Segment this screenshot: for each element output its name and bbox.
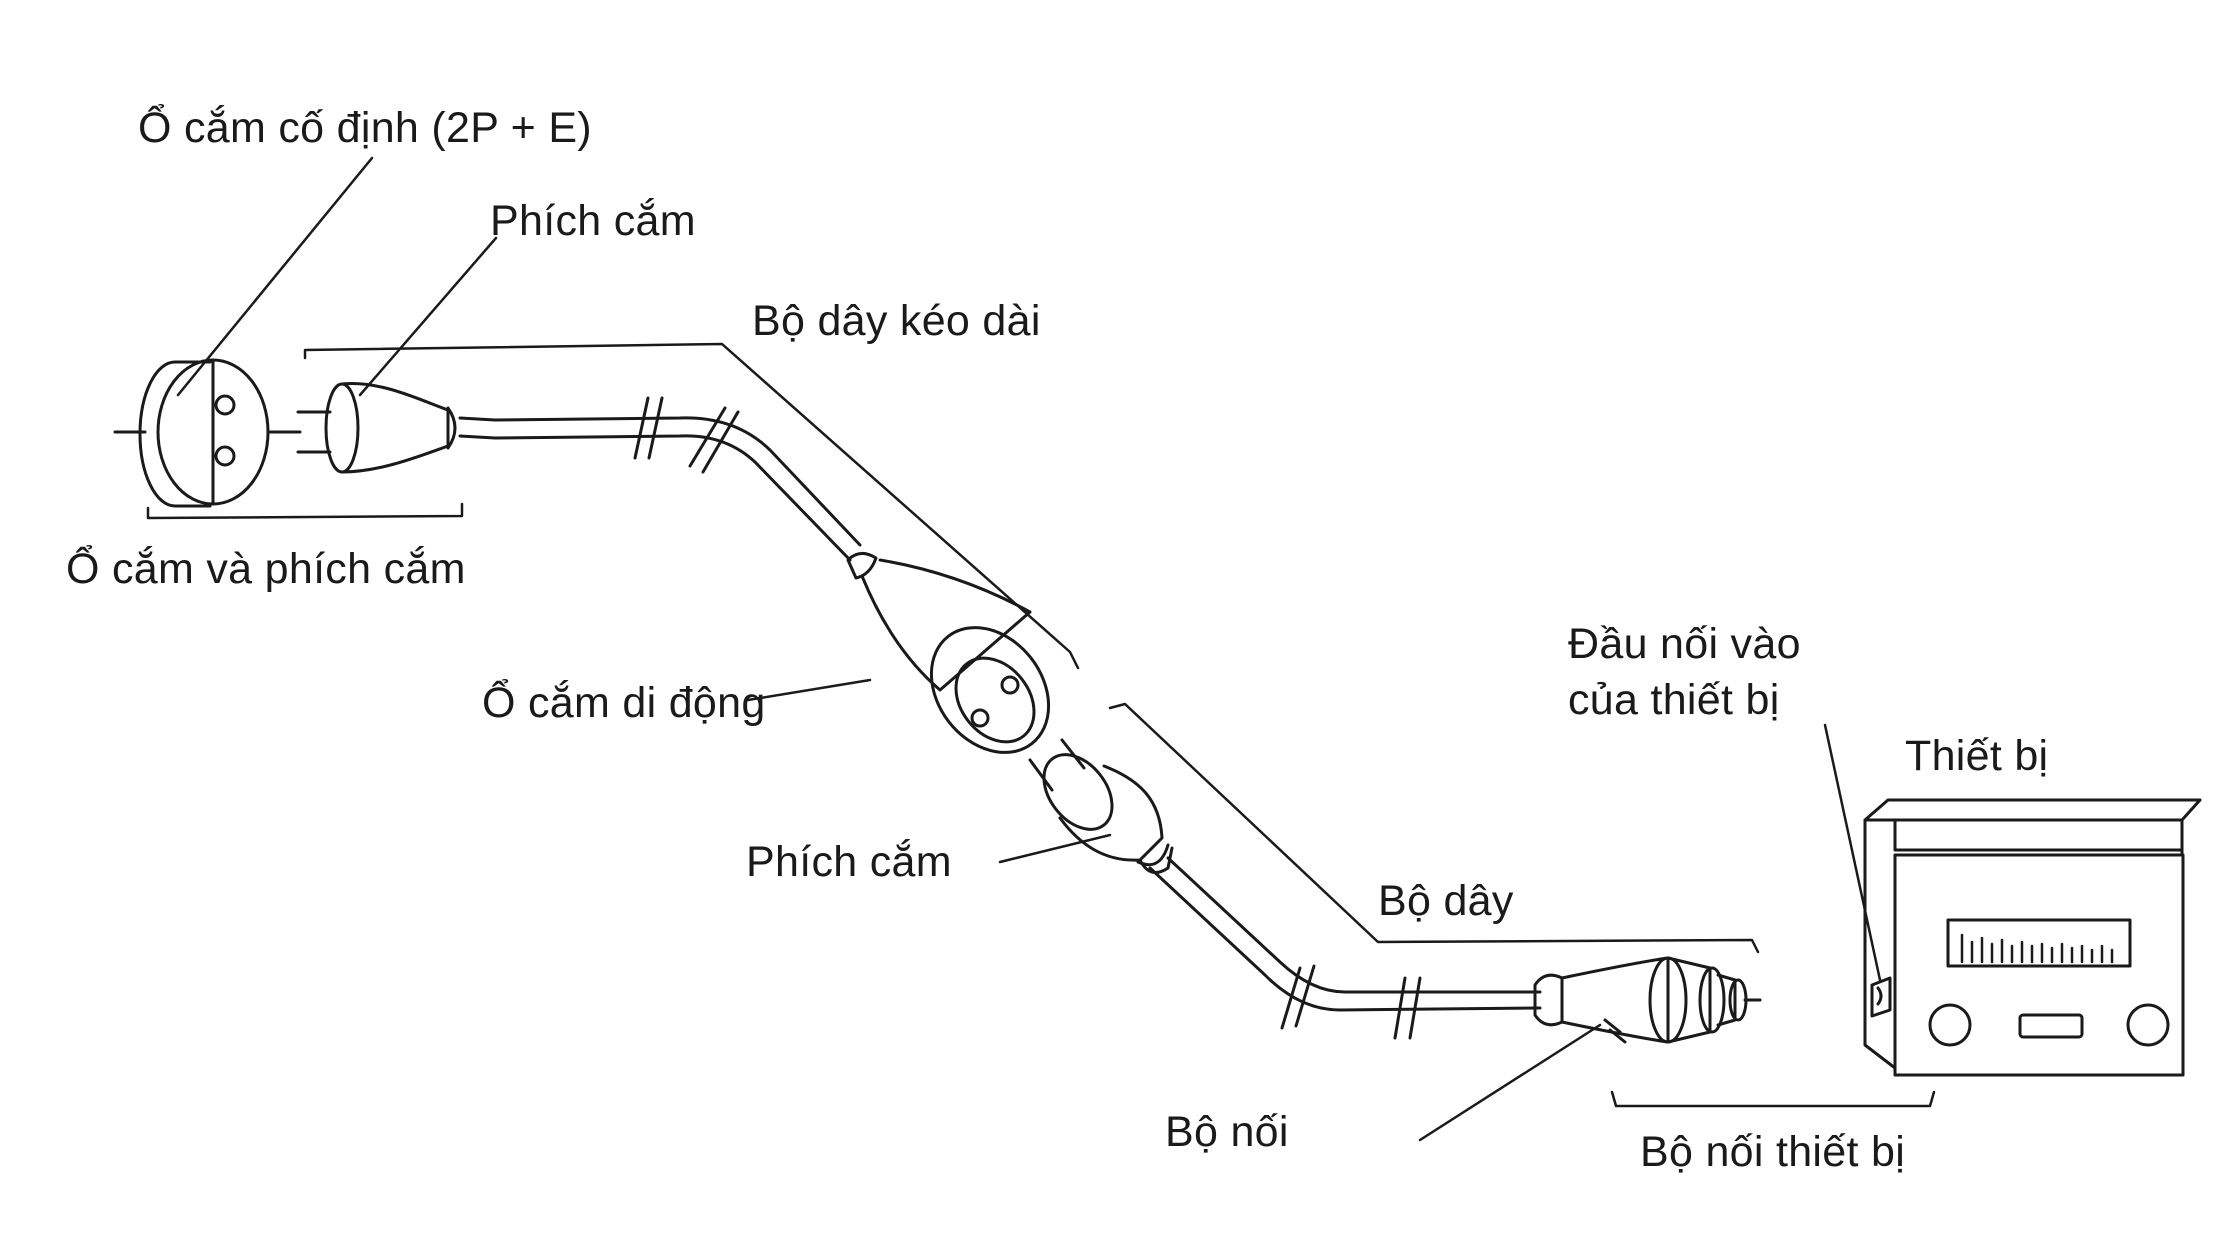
label-plug-top: Phích cắm [490,197,696,245]
label-socket-and-plug: Ổ cắm và phích cắm [66,545,466,593]
portable-socket-drawing [846,552,1051,754]
label-appliance-inlet-line1: Đầu nối vào [1568,620,1801,668]
group-brackets [146,342,1936,1108]
appliance-drawing [1863,798,2202,1077]
plug-top-drawing [296,381,497,474]
label-fixed-socket: Ổ cắm cố định (2P + E) [138,104,592,152]
label-plug-middle: Phích cắm [746,838,952,886]
label-appliance-inlet-line2: của thiết bị [1568,676,1780,724]
extension-cord-drawing [493,396,862,562]
cord-set-drawing [1148,856,1542,1040]
label-portable-socket: Ổ cắm di động [482,679,766,727]
fixed-socket-drawing [113,358,302,508]
label-appliance-coupler: Bộ nối thiết bị [1640,1128,1906,1176]
label-appliance: Thiết bị [1905,732,2049,780]
connector-drawing [1533,956,1762,1044]
plug-middle-drawing [1028,738,1174,874]
label-cord-set: Bộ dây [1378,877,1514,925]
label-connector: Bộ nối [1165,1108,1289,1156]
label-extension-cord-set: Bộ dây kéo dài [752,297,1041,345]
leader-lines [176,156,1882,1142]
